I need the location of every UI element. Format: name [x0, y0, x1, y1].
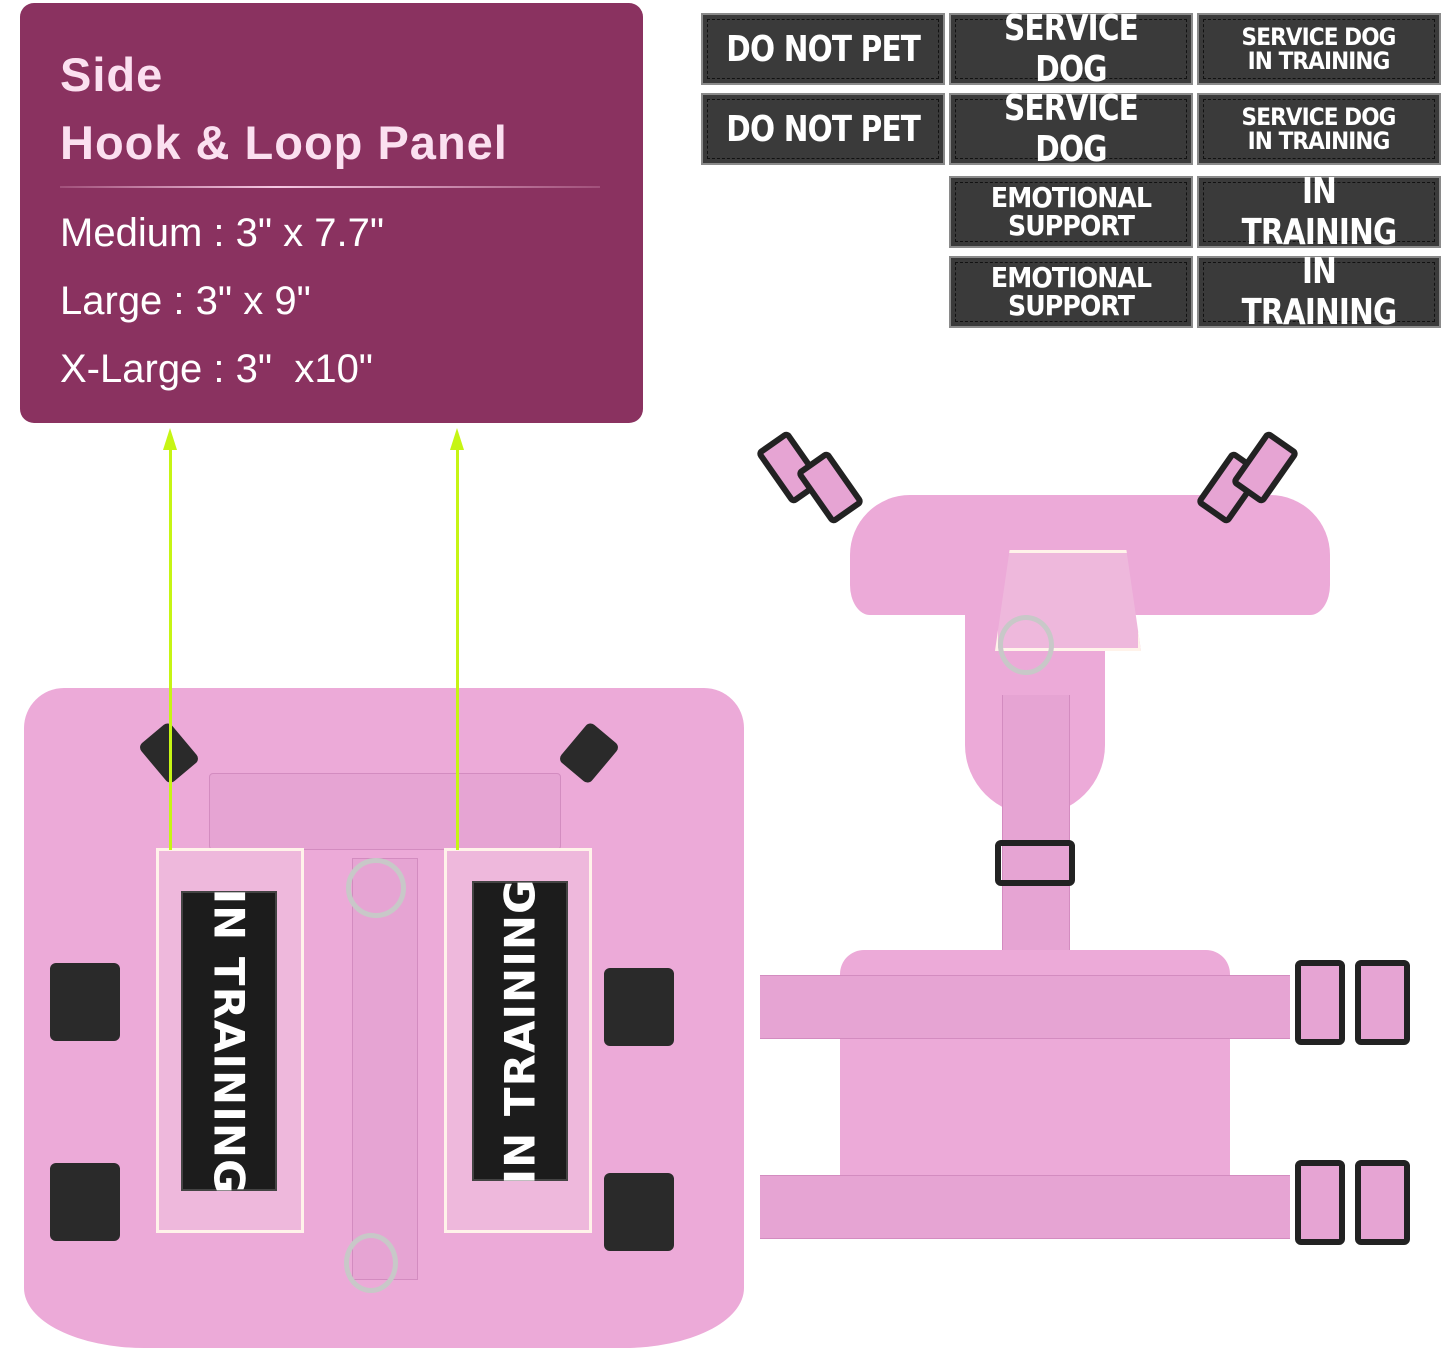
- top-handle-strap: [209, 773, 561, 850]
- d-ring-bottom: [344, 1233, 398, 1293]
- patch-in-training: IN TRAINING: [1197, 251, 1441, 333]
- side-buckle-right-top: [604, 968, 674, 1046]
- patch-in-training: IN TRAINING: [1197, 171, 1441, 253]
- side-buckle-left-top: [50, 963, 120, 1041]
- belly-band-top: [760, 975, 1290, 1039]
- patch-in-training-right: IN TRAINING: [472, 878, 568, 1184]
- patch-do-not-pet: DO NOT PET: [701, 93, 945, 165]
- vest-harness-image: IN TRAINING IN TRAINING: [14, 688, 754, 1348]
- card-title-line1: Side: [60, 48, 164, 101]
- arrow-up-icon: [450, 428, 464, 850]
- size-large: Large : 3" x 9": [60, 279, 311, 323]
- buckle-bottom-right: [1355, 1160, 1410, 1245]
- arrow-up-icon: [163, 428, 177, 850]
- patch-do-not-pet: DO NOT PET: [701, 13, 945, 85]
- size-medium: Medium : 3" x 7.7": [60, 211, 385, 255]
- side-buckle-left-bottom: [50, 1163, 120, 1241]
- d-ring-top: [346, 858, 406, 918]
- buckle-top-right: [1355, 960, 1410, 1045]
- patch-service-dog: SERVICE DOG: [949, 8, 1193, 90]
- strap-slider-center: [995, 840, 1075, 886]
- belly-band-bottom: [760, 1175, 1290, 1239]
- slider-bottom-right: [1295, 1160, 1345, 1245]
- patch-in-training-left: IN TRAINING: [181, 888, 277, 1194]
- title-divider: [60, 186, 600, 188]
- d-ring-front: [998, 615, 1054, 675]
- side-panel-size-card: Side Hook & Loop Panel Medium : 3" x 7.7…: [20, 3, 643, 423]
- harness-image: [740, 425, 1445, 1265]
- size-list: Medium : 3" x 7.7" Large : 3" x 9" X-Lar…: [60, 199, 384, 403]
- size-xlarge: X-Large : 3" x10": [60, 347, 374, 391]
- patch-service-dog: SERVICE DOG: [949, 88, 1193, 170]
- center-strap: [352, 858, 418, 1280]
- side-buckle-right-bottom: [604, 1173, 674, 1251]
- slider-top-right: [1295, 960, 1345, 1045]
- card-title-line2: Hook & Loop Panel: [60, 116, 508, 169]
